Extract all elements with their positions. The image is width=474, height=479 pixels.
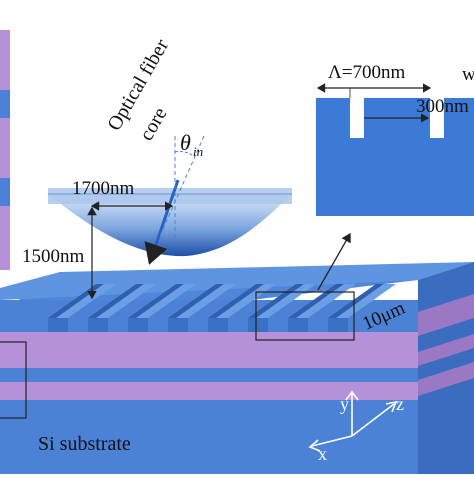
theta-arc — [174, 151, 195, 157]
chip-structure — [0, 262, 474, 474]
fiber-facet — [48, 188, 292, 204]
fiber-axis-dashed-line — [159, 135, 205, 237]
axis-z-label: z — [396, 394, 404, 414]
gap-300-label: 300nm — [416, 96, 469, 117]
edge-zoom-box — [0, 341, 27, 419]
period-cut-label: w — [462, 64, 474, 85]
inset-grating-profile — [316, 98, 474, 216]
x-axis-arrow — [311, 435, 353, 447]
fiber-label-line2: core — [135, 104, 171, 145]
cladding-layer-2 — [0, 382, 418, 400]
height-1500-label: 1500nm — [22, 246, 85, 267]
optical-fiber — [48, 135, 292, 265]
axis-y-label: y — [340, 394, 349, 414]
left-edge-layer-strip — [0, 30, 10, 270]
grating-zoom-box — [255, 291, 355, 341]
theta-label: θ — [180, 130, 191, 155]
light-direction-arrow — [144, 179, 180, 265]
cladding-layer-1 — [0, 332, 418, 368]
grating-inset — [316, 83, 474, 216]
zoom-pointer-arrow — [317, 232, 351, 291]
coordinate-axes — [308, 390, 398, 452]
axis-x-label: x — [318, 444, 327, 464]
z-axis-arrow — [351, 403, 395, 437]
substrate-label: Si substrate — [38, 433, 131, 455]
width-1700-label: 1700nm — [72, 178, 135, 199]
period-label: Λ=700nm — [328, 62, 405, 83]
theta-subscript: in — [193, 144, 203, 159]
